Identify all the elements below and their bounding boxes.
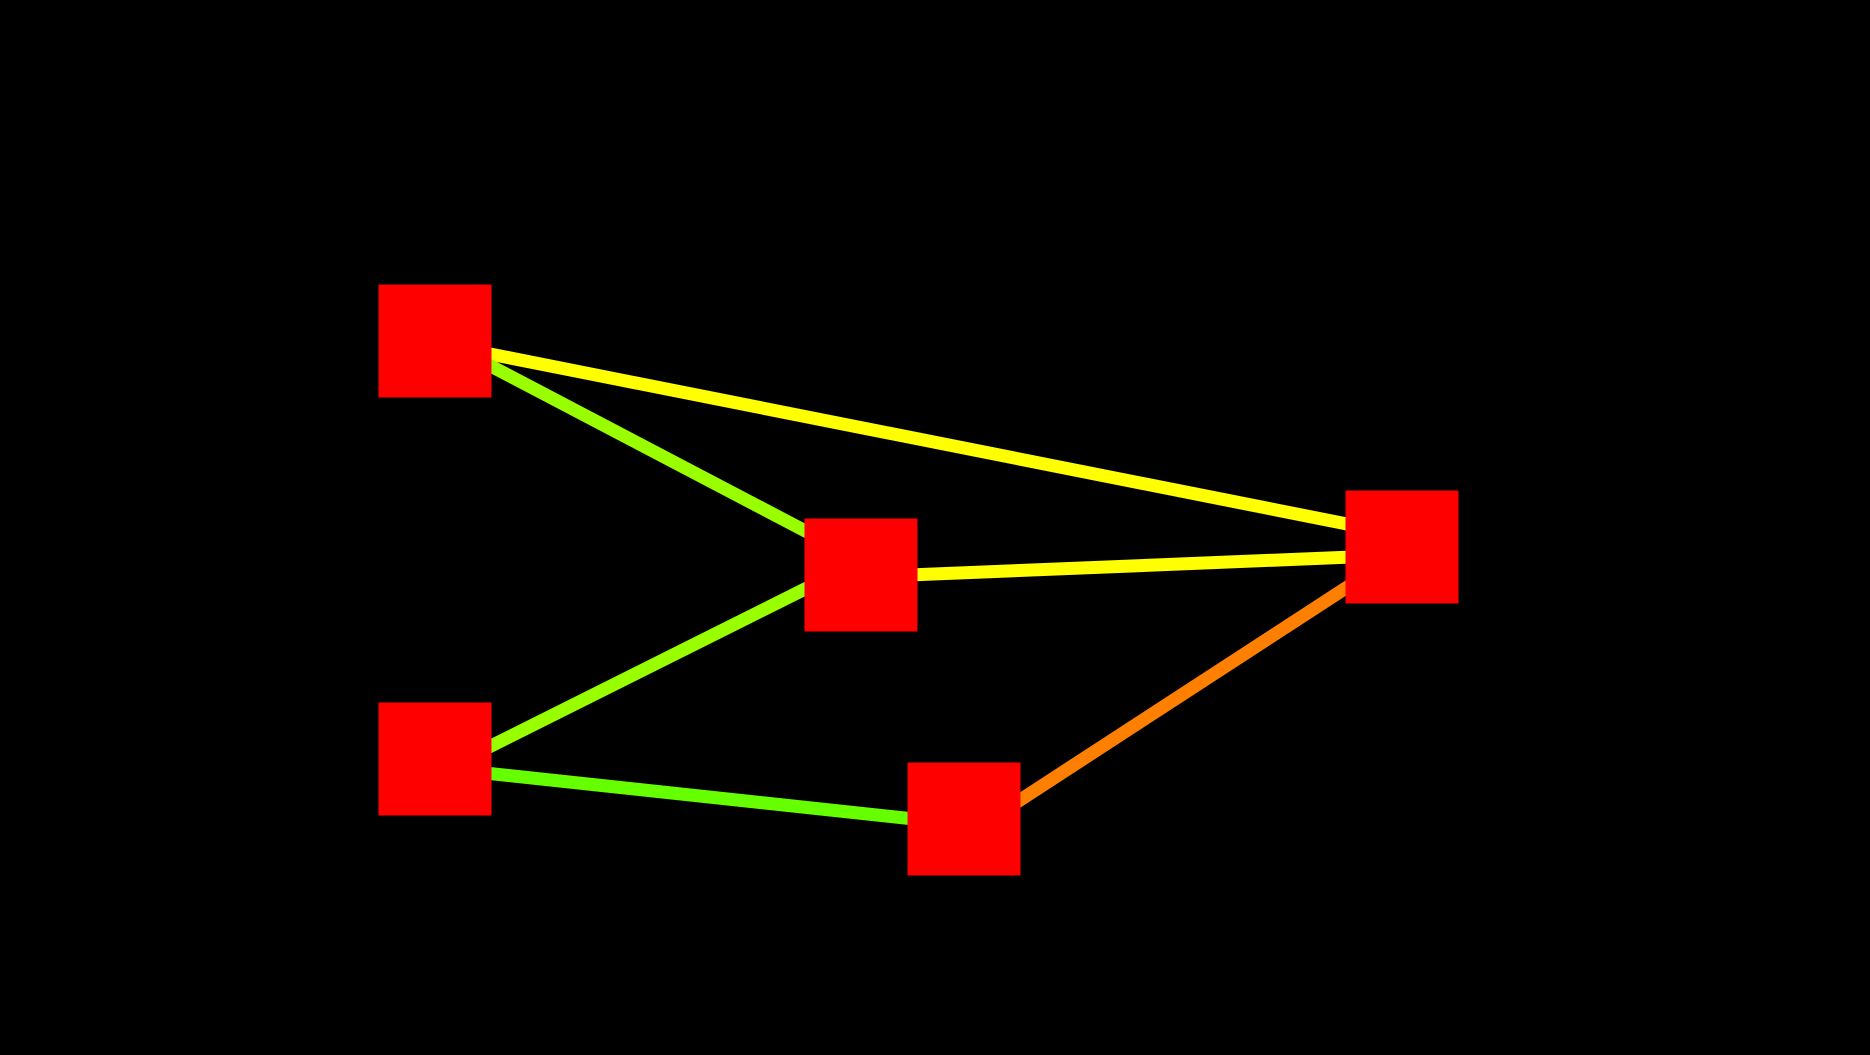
node-center [804,518,918,632]
edge-center-to-right [908,550,1353,582]
edge-top-left-to-right [483,346,1354,532]
edge-bottom-center-to-right [1010,578,1356,810]
node-bottom-center [907,762,1021,876]
edge-bottom-left-to-bottom-center [484,766,915,826]
edges-layer [481,346,1356,826]
node-bottom-left [378,702,492,816]
node-right [1345,490,1459,604]
edge-bottom-left-to-center [482,579,816,755]
node-top-left [378,284,492,398]
edge-top-left-to-center [481,357,817,541]
nodes-layer [378,284,1459,876]
